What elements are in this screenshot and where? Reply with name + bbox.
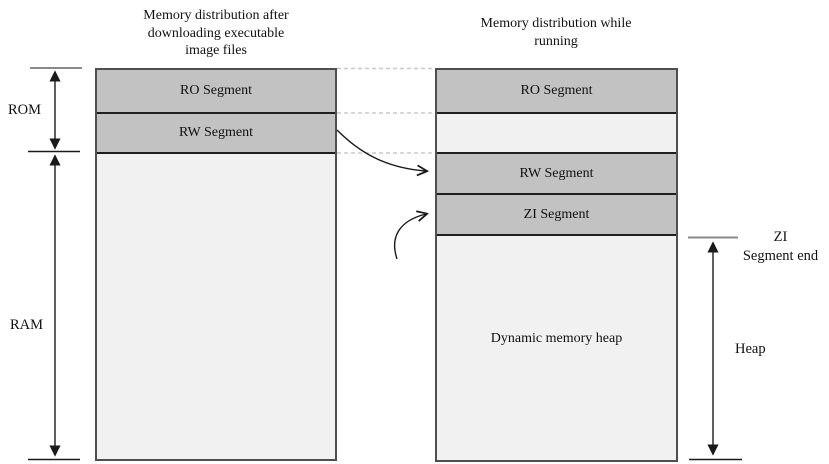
- zi-segment-end-line-2: Segment end: [742, 248, 819, 264]
- ram-label: RAM: [10, 317, 44, 333]
- rom-label: ROM: [8, 102, 42, 118]
- right-title-line-1: Memory distribution while: [480, 16, 632, 31]
- left-segment-ro: RO Segment: [97, 70, 335, 114]
- right-segment-heap: Dynamic memory heap: [437, 236, 676, 460]
- heap-label: Heap: [735, 341, 766, 357]
- right-segment-zi-label: ZI Segment: [523, 206, 590, 222]
- left-segment-rw: RW Segment: [97, 114, 335, 154]
- left-segment-ro-label: RO Segment: [180, 83, 252, 98]
- curved-arrow-to-rw: [336, 129, 426, 171]
- left-segment-free-ram: [97, 154, 335, 459]
- left-title-line-1: Memory distribution after: [143, 8, 289, 23]
- right-title-line-2: running: [534, 33, 578, 49]
- left-diagram-title: Memory distribution after downloading ex…: [116, 7, 316, 60]
- right-segment-rw-label: RW Segment: [519, 165, 594, 181]
- right-segment-ro: RO Segment: [437, 70, 676, 114]
- zi-segment-end-label: ZI Segment end: [733, 228, 828, 266]
- right-segment-zi: ZI Segment: [437, 195, 676, 236]
- right-segment-ro-label: RO Segment: [520, 83, 593, 98]
- right-segment-gap: [437, 114, 676, 154]
- left-title-line-3: image files: [185, 43, 247, 58]
- zi-segment-end-line-1: ZI: [773, 229, 788, 245]
- left-memory-box: RO Segment RW Segment: [95, 68, 337, 461]
- left-segment-rw-label: RW Segment: [178, 125, 254, 140]
- right-diagram-title: Memory distribution while running: [456, 15, 656, 50]
- right-memory-box: RO Segment RW Segment ZI Segment Dynamic…: [435, 68, 678, 462]
- right-segment-rw: RW Segment: [437, 154, 676, 195]
- right-segment-heap-label: Dynamic memory heap: [490, 331, 623, 346]
- curved-arrow-to-zi: [393, 214, 426, 260]
- left-title-line-2: downloading executable: [147, 25, 285, 41]
